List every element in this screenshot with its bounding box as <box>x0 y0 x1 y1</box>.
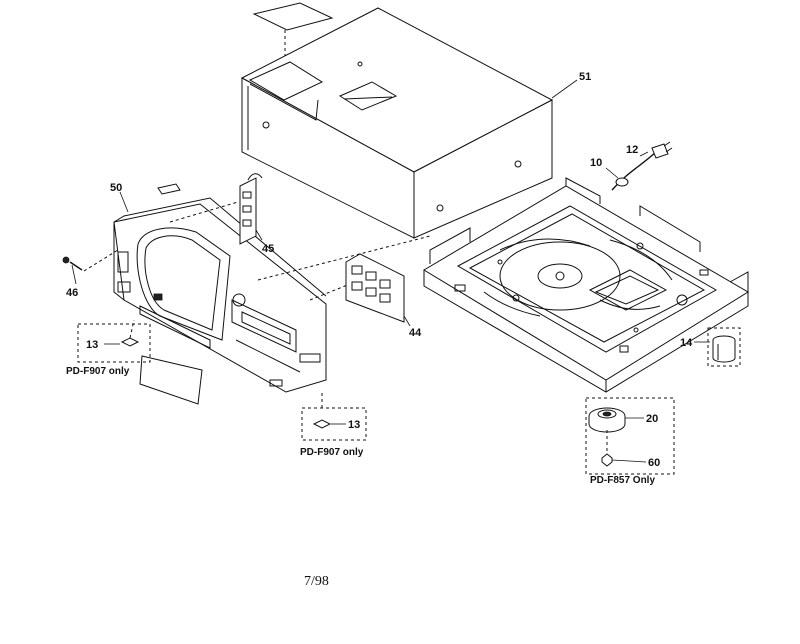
part-13-right-label: 13 <box>348 419 360 431</box>
leg-right-part <box>301 392 367 441</box>
front-panel <box>113 197 327 393</box>
left-model-note: PD-F907 only <box>66 366 130 377</box>
part-50-label: 50 <box>110 182 122 194</box>
small-bracket <box>157 183 181 195</box>
power-cord <box>611 141 673 191</box>
display-pcb <box>345 253 405 323</box>
leg-left-part <box>77 319 151 363</box>
part-45-label: 45 <box>262 243 274 255</box>
part-44-label: 44 <box>409 327 422 339</box>
function-pcb <box>239 173 263 245</box>
top-cover <box>240 2 554 239</box>
part-14-label: 14 <box>680 337 693 349</box>
part-46-label: 46 <box>66 287 78 299</box>
foot-part <box>707 327 741 367</box>
turntable-part <box>585 397 675 475</box>
part-60-label: 60 <box>648 457 660 469</box>
part-12-label: 12 <box>626 144 638 156</box>
part-51-label: 51 <box>579 71 591 83</box>
chassis-base <box>423 177 749 393</box>
part-13-left-label: 13 <box>86 339 98 351</box>
page-number: 7/98 <box>304 574 329 589</box>
turntable-model-note: PD-F857 Only <box>590 475 655 486</box>
right-model-note: PD-F907 only <box>300 447 364 458</box>
window-film <box>139 355 203 405</box>
screw-part <box>62 256 83 271</box>
part-10-label: 10 <box>590 157 602 169</box>
part-20-label: 20 <box>646 413 658 425</box>
